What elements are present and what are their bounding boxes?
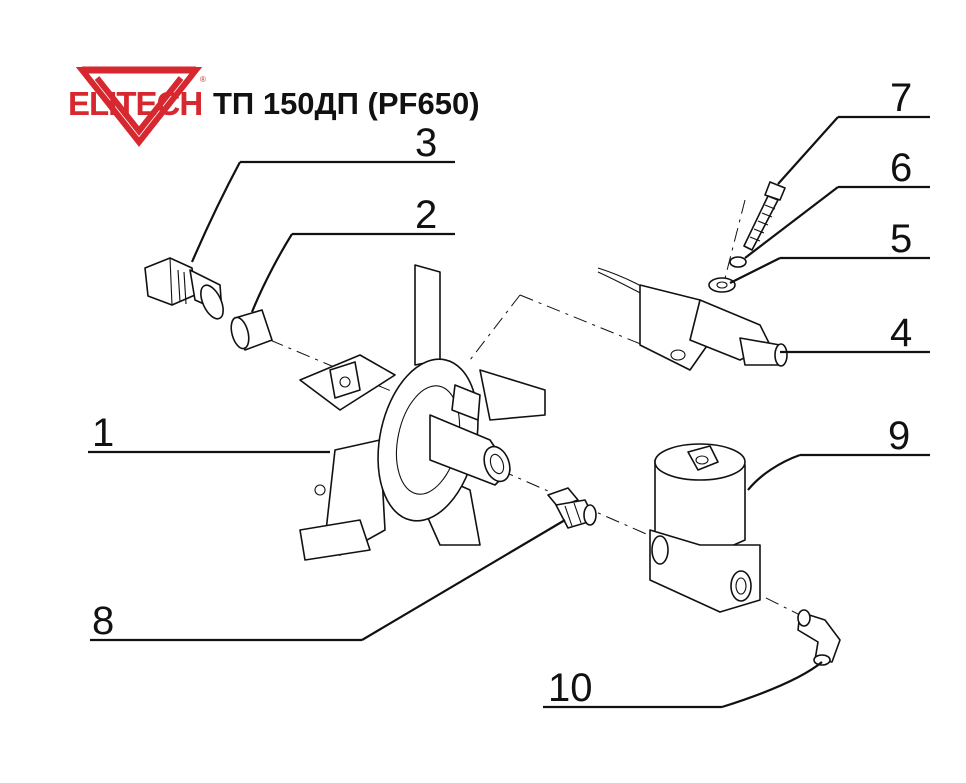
- part-label-7: 7: [890, 76, 912, 120]
- leader-lines: [88, 115, 930, 709]
- part-label-3: 3: [415, 121, 437, 165]
- part-9-solenoid-valve: [649, 443, 761, 613]
- part-label-10: 10: [548, 666, 593, 710]
- part-label-6: 6: [890, 146, 912, 190]
- brand-logo: ELITECH ®: [68, 66, 206, 147]
- part-5-washer: [708, 277, 736, 293]
- part-8-nozzle: [547, 487, 597, 529]
- part-number-labels: 1 2 3 4 5 6 7 8 9 10: [92, 76, 912, 710]
- part-label-5: 5: [890, 217, 912, 261]
- part-label-8: 8: [92, 599, 114, 643]
- part-label-9: 9: [888, 414, 910, 458]
- part-2-sleeve: [230, 309, 273, 351]
- registered-mark: ®: [200, 75, 206, 84]
- part-3-fitting: [144, 257, 224, 320]
- part-7-screw: [743, 181, 786, 251]
- part-4-sensor: [597, 267, 788, 371]
- part-1-fan-impeller: [299, 264, 546, 561]
- model-title: ТП 150ДП (PF650): [213, 86, 480, 121]
- part-label-1: 1: [92, 411, 114, 455]
- part-label-2: 2: [415, 193, 437, 237]
- part-10-elbow-fitting: [797, 609, 841, 666]
- part-6-spring-washer: [729, 256, 747, 268]
- brand-name: ELITECH: [68, 85, 202, 122]
- part-label-4: 4: [890, 311, 912, 355]
